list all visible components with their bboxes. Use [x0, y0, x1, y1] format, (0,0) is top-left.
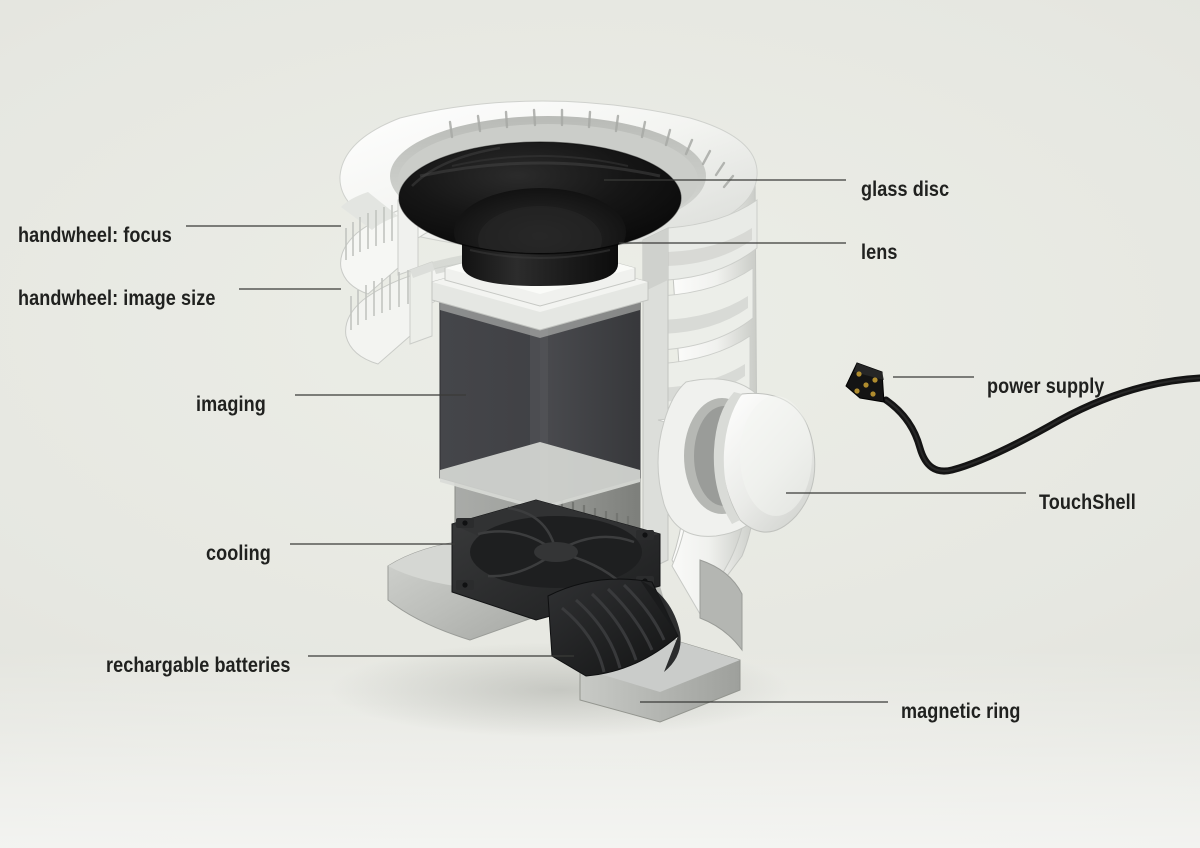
callout-label-power-supply: power supply	[987, 375, 1105, 398]
callout-label-handwheel-image-size: handwheel: image size	[18, 287, 216, 310]
rechargable-batteries	[547, 578, 681, 677]
callout-label-handwheel-focus: handwheel: focus	[18, 224, 172, 247]
callout-label-imaging: imaging	[196, 393, 266, 416]
power-supply-plug[interactable]	[845, 362, 885, 403]
vent-slots	[448, 108, 735, 189]
callout-label-touchshell: TouchShell	[1039, 491, 1136, 514]
glass-disc	[398, 141, 682, 255]
callout-label-glass-disc: glass disc	[861, 178, 950, 201]
touchshell[interactable]	[657, 378, 816, 537]
callout-label-magnetic-ring: magnetic ring	[901, 700, 1021, 723]
callout-label-lens: lens	[861, 241, 898, 264]
leader-lines	[186, 179, 1026, 703]
callout-label-cooling: cooling	[206, 542, 271, 565]
power-cable	[882, 374, 1200, 475]
plug-pins	[854, 371, 878, 397]
callout-label-rechargable-batteries: rechargable batteries	[106, 654, 291, 677]
